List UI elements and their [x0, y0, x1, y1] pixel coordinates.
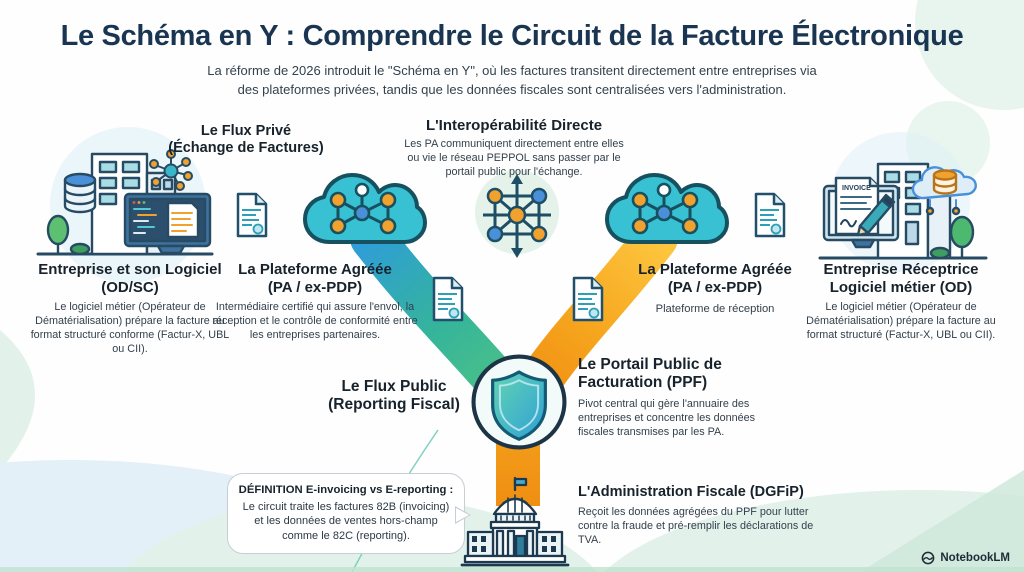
pa-left-title: La Plateforme Agréée [238, 261, 392, 278]
ppf-label: Le Portail Public de Facturation (PPF) P… [578, 356, 794, 439]
page-title: Le Schéma en Y : Comprendre le Circuit d… [60, 20, 964, 52]
interop-desc: Les PA communiquent directement entre el… [404, 137, 624, 178]
pa-left-label: La Plateforme Agréée (PA / ex-PDP) Inter… [212, 261, 418, 342]
interop-title: L'Interopérabilité Directe [425, 117, 603, 134]
government-building-icon [460, 476, 570, 567]
bush-icon [929, 246, 951, 260]
flux-prive-subtitle: (Échange de Factures) [168, 140, 324, 157]
ppf-desc: Pivot central qui gère l'annuaire des en… [578, 397, 756, 438]
notebooklm-logo-icon [922, 551, 935, 565]
bush-icon [69, 242, 91, 256]
pa-left-desc: Intermédiaire certifié qui assure l'envo… [212, 301, 418, 342]
receiver-label: Entreprise Réceptrice Logiciel métier (O… [797, 261, 1005, 342]
pa-right-desc: Plateforme de réception [655, 303, 775, 316]
sender-desc: Le logiciel métier (Opérateur de Dématér… [30, 301, 230, 356]
sender-title: Entreprise et son Logiciel (OD/SC) [38, 261, 222, 296]
pa-left-cloud-icon [303, 173, 427, 244]
code-monitor-icon [123, 192, 212, 255]
invoice-monitor-icon: INVOICE [822, 176, 900, 249]
dgfip-desc: Reçoit les données agrégées du PPF pour … [578, 506, 814, 547]
definition-title: DÉFINITION E-invoicing vs E-reporting : [238, 484, 454, 496]
tree-icon [46, 214, 70, 255]
flux-prive-label: Le Flux Privé (Échange de Factures) [146, 123, 346, 157]
shield-icon [471, 354, 567, 450]
flux-public-title: Le Flux Public [341, 378, 447, 395]
pencil-icon [856, 193, 896, 237]
brand-footer: NotebookLM [921, 551, 1010, 565]
pa-right-subtitle: (PA / ex-PDP) [667, 278, 763, 296]
pa-right-label: La Plateforme Agréée (PA / ex-PDP) Plate… [612, 261, 818, 317]
flux-prive-title: Le Flux Privé [200, 123, 292, 139]
invoice-document-icon [236, 192, 268, 238]
dgfip-label: L'Administration Fiscale (DGFiP) Reçoit … [578, 484, 830, 547]
sender-label: Entreprise et son Logiciel (OD/SC) Le lo… [26, 261, 234, 357]
molecule-icon [149, 149, 193, 191]
tree-icon [949, 215, 975, 259]
pa-right-title: La Plateforme Agréée [638, 261, 792, 278]
page-subtitle: La réforme de 2026 introduit le "Schéma … [162, 62, 862, 100]
invoice-document-icon [572, 276, 604, 322]
sender-building-icon [36, 149, 214, 256]
page-subtitle-line1: La réforme de 2026 introduit le "Schéma … [207, 63, 817, 78]
dgfip-title: L'Administration Fiscale (DGFiP) [578, 484, 804, 500]
flux-public-label: Le Flux Public (Reporting Fiscal) [296, 378, 492, 415]
receiver-title: Entreprise Réceptrice Logiciel métier (O… [823, 261, 979, 296]
interop-network-icon [483, 174, 551, 258]
receiver-desc: Le logiciel métier (Opérateur de Dématér… [806, 301, 996, 342]
definition-body: Le circuit traite les factures 82B (invo… [242, 500, 450, 542]
cloud-database-icon [911, 166, 977, 216]
definition-callout: DÉFINITION E-invoicing vs E-reporting : … [227, 473, 471, 555]
pa-right-cloud-icon [605, 173, 729, 244]
invoice-document-icon [432, 276, 464, 322]
pa-left-subtitle: (PA / ex-PDP) [267, 278, 363, 296]
invoice-document-icon [754, 192, 786, 238]
receiver-building-icon: INVOICE [818, 162, 988, 260]
flux-public-subtitle: (Reporting Fiscal) [328, 396, 460, 414]
brand-name: NotebookLM [940, 552, 1010, 564]
invoice-label: INVOICE [842, 185, 871, 192]
database-icon [63, 172, 97, 214]
ppf-title: Le Portail Public de Facturation (PPF) [578, 356, 722, 392]
page-subtitle-line2: des plateformes privées, tandis que les … [237, 81, 787, 97]
interop-label: L'Interopérabilité Directe Les PA commun… [397, 117, 631, 179]
signature-squiggle [840, 219, 857, 228]
